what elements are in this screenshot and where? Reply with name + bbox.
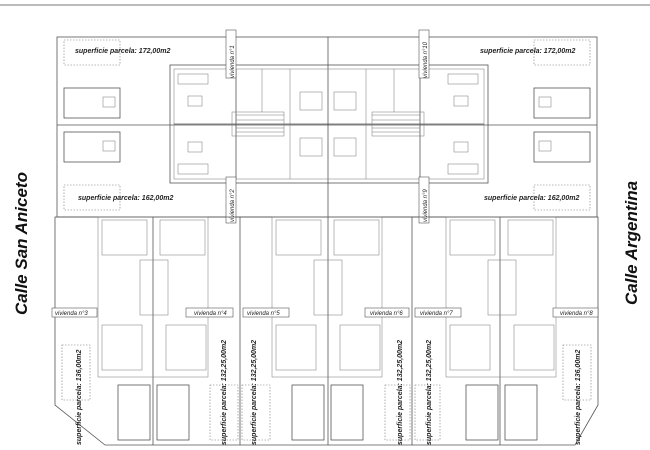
parcel-area-6: superficie parcela: 132,25,00m2 [397,340,404,445]
parcel-area-9: superficie parcela: 162,00m2 [484,195,579,202]
building-lower [97,216,557,378]
pool [63,131,121,163]
pool [63,87,121,119]
vivienda-label-2: vivienda n°2 [230,189,236,222]
pool [533,131,591,163]
parcel-area-1: superficie parcela: 172,00m2 [75,48,170,55]
pools-lower [117,384,538,441]
vivienda-label-5: vivienda n°5 [247,311,280,317]
parcel-area-3: superficie parcela: 136,00m2 [76,350,83,445]
vivienda-label-1: vivienda n°1 [230,45,236,78]
street-label-left: Calle San Aniceto [12,172,31,315]
vivienda-label-8: vivienda n°8 [560,311,593,317]
street-label-right: Calle Argentina [622,181,641,305]
vivienda-label-10: vivienda n°10 [423,41,429,78]
vivienda-label-4: vivienda n°4 [194,311,227,317]
pool [533,87,591,119]
building-upper [169,64,489,184]
vivienda-label-7: vivienda n°7 [420,311,453,317]
parcel-area-10: superficie parcela: 172,00m2 [480,48,575,55]
parcel-area-8: superficie parcela: 136,00m2 [575,350,582,445]
vivienda-label-9: vivienda n°9 [423,189,429,222]
parcel-area-5: superficie parcela: 132,25,00m2 [251,340,258,445]
lower-block: vivienda n°3 vivienda n°4 vivienda n°5 v… [51,216,599,446]
vivienda-label-6: vivienda n°6 [370,311,403,317]
parcel-area-7: superficie parcela: 132,25,00m2 [426,340,433,445]
vivienda-label-3: vivienda n°3 [55,311,88,317]
upper-block: superficie parcela: 172,00m2 superficie … [56,29,598,224]
parcel-area-4: superficie parcela: 132,25,00m2 [221,340,228,445]
parcel-area-2: superficie parcela: 162,00m2 [78,195,173,202]
